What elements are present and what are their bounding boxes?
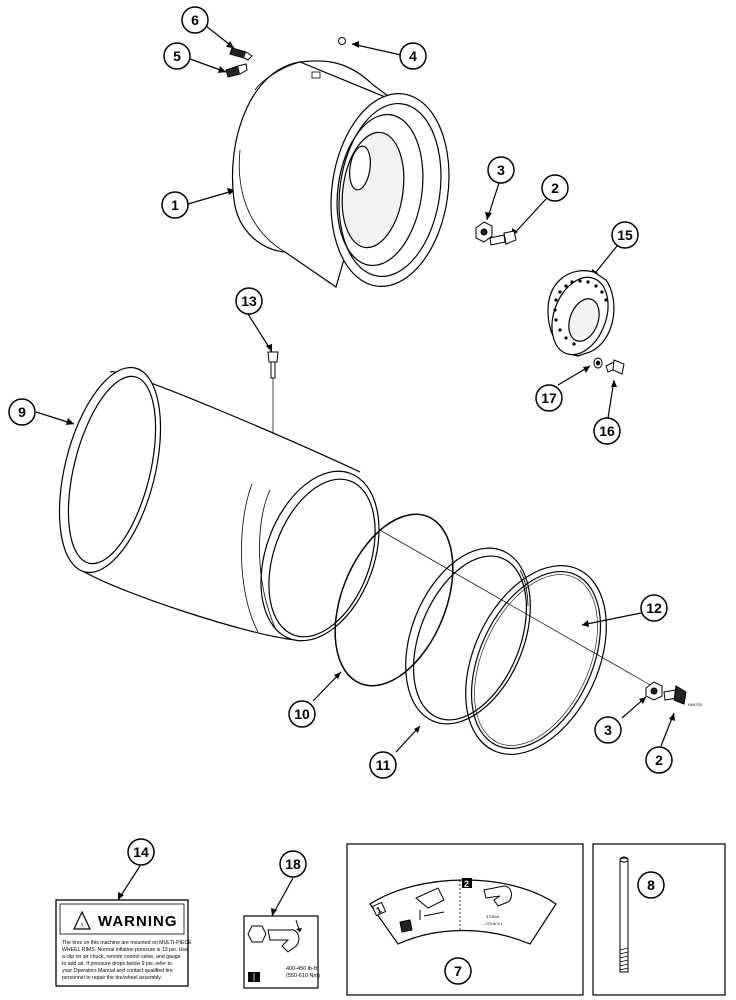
callout-2-lower: 2 [645,746,673,774]
callout-5: 5 [163,42,191,70]
svg-text:3: 3 [497,162,505,178]
callout-7: 7 [444,957,472,985]
callout-14: 14 [127,838,155,866]
torque-7-line-2: -275 lb ft 1 [484,921,504,926]
valve-core-part-6 [229,47,253,61]
warning-line-1: The tires on this machine are mounted on… [62,940,192,946]
callout-11: 11 [369,751,397,779]
svg-text:16: 16 [599,423,615,439]
callout-17: 17 [535,384,563,412]
svg-text:11: 11 [376,757,391,773]
warning-line-3: a clip on air chuck, remote control valv… [62,954,181,960]
svg-text:10: 10 [294,706,310,722]
bolt-part-2-lower [663,685,687,705]
svg-text:4: 4 [409,48,417,64]
warning-line-6: personnel to repair the tire/wheel assem… [62,975,162,981]
callout-13: 13 [235,287,263,315]
rim-barrel-part-9 [58,366,380,642]
socket-icon [415,887,445,909]
warning-title: WARNING [98,913,178,930]
svg-text:13: 13 [241,293,257,309]
torque-decal-part-18: 400-450 lb-ft (550-610 Nm) [243,915,320,989]
callout-4: 4 [399,42,427,70]
callout-15: 15 [611,221,639,249]
nut-part-3-upper [475,221,493,243]
wheel-hub-part-15 [547,270,615,357]
svg-text:1: 1 [171,197,179,213]
callout-12: 12 [640,594,668,622]
wrench-icon-inset [483,885,512,907]
inset-panel-part-8 [592,843,726,996]
wheel-rim-part-1 [231,60,450,288]
wrench-icon [267,929,300,953]
lock-ring-part-11 [405,547,531,725]
step-1-label: 1 [375,905,384,916]
svg-text:3: 3 [604,722,612,738]
svg-text:7: 7 [454,963,462,979]
callout-1: 1 [161,191,189,219]
callout-10: 10 [288,700,316,728]
callout-3-upper: 3 [487,156,515,184]
bolt-part-16 [605,359,625,375]
svg-text:2: 2 [551,180,559,196]
flange-ring-part-12 [465,565,607,755]
nut-icon-inset [399,919,413,933]
svg-text:14: 14 [133,844,149,860]
valve-cap-part-4 [338,37,346,45]
step-2-label: 2 [464,879,469,889]
bolt-part-2-upper [489,230,517,246]
svg-text:8: 8 [647,877,655,893]
warning-line-2: WHEEL RIMS. Normal inflation pressure is… [62,947,188,953]
nut-icon [247,925,267,943]
callout-16: 16 [593,417,621,445]
svg-text:9: 9 [18,404,26,420]
svg-text:!: ! [81,923,83,929]
torque-7-line-1: 370Nm [486,914,500,919]
nut-part-3-lower [645,681,663,701]
callout-9: 9 [8,398,36,426]
callout-2-upper: 2 [541,174,569,202]
pin-part-8 [619,856,629,973]
svg-text:6: 6 [191,12,199,28]
torque-18-line-1: 400-450 lb-ft [286,966,317,972]
warning-line-4: to add air. If pressure drops below 9 ps… [62,961,172,967]
figure-code: H06703 [688,702,703,707]
callout-8: 8 [637,871,665,899]
callout-3-lower: 3 [594,716,622,744]
torque-18-line-2: (550-610 Nm) [286,973,320,979]
warning-decal-part-14: ! WARNING The tires on this machine are … [55,899,192,987]
callout-18: 18 [279,850,307,878]
o-ring-part-10 [334,513,454,687]
svg-text:17: 17 [541,390,557,406]
svg-text:15: 15 [617,227,633,243]
svg-text:5: 5 [173,48,181,64]
svg-text:18: 18 [285,856,301,872]
svg-text:12: 12 [646,600,662,616]
svg-text:2: 2 [655,752,663,768]
washer-part-17 [593,357,603,369]
valve-stem-part-5 [225,63,248,78]
warning-line-5: your Operators Manual and contact qualif… [62,968,173,974]
callout-6: 6 [181,6,209,34]
